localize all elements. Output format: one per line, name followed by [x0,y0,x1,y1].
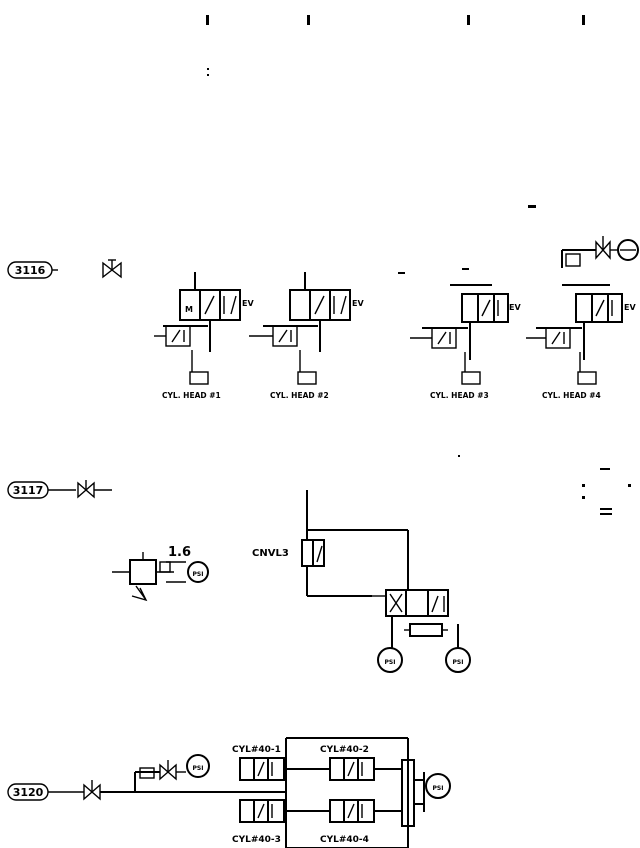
row-tag-3120[interactable]: 3120 [7,783,49,801]
row-tag-label: 3120 [13,786,44,799]
check-valve-icon[interactable] [77,480,95,499]
pneumatic-cylinder[interactable]: CNVL3 [252,490,408,597]
gauge-unit: PSI [193,765,204,772]
pressure-gauge-icon [445,647,471,673]
pressure-gauge-icon [187,561,209,583]
filter-valve-gauge[interactable]: PSI [134,754,210,792]
pressure-gauge-icon [377,647,403,673]
supply-valve-gauge[interactable] [561,236,639,268]
valve-label-3: CYL#40-3 [232,835,281,845]
manual-valve-icon[interactable] [102,259,122,279]
pressure-gauge-icon [617,239,639,261]
side-marks [582,468,631,515]
actuator[interactable] [401,759,425,827]
valve-tag: EV [624,303,636,312]
valve-tag: EV [242,299,254,308]
valve-label-2: CYL#40-2 [320,745,369,755]
valve-tag: EV [352,299,364,308]
manifold-valve-2[interactable] [329,757,375,781]
row-3120: 3120 PSI CYL#40-1 CYL#40-2 CYL [7,737,451,848]
valve-label-1: CYL#40-1 [232,745,281,755]
cyl-head-label-1: CYL. HEAD #1 [162,391,221,400]
row-tag-label: 3117 [13,484,44,497]
port-tag: M [185,305,193,314]
solenoid-valve-2[interactable]: EV CYL. HEAD #2 [249,272,364,400]
inlet-valve-icon[interactable] [83,780,101,801]
pressure-regulator[interactable]: 1.6 PSI [112,545,209,602]
row-tag-3116[interactable]: 3116 [7,261,53,279]
gauge-unit: PSI [453,659,464,666]
pressure-setpoint: 1.6 [168,545,191,560]
pressure-gauge-icon [425,773,451,799]
pressure-gauge-icon [186,754,210,778]
manifold-valve-3[interactable] [239,799,285,823]
manifold-valve-1[interactable] [239,757,285,781]
solenoid-valve-4[interactable]: EV CYL. HEAD #4 [526,284,636,400]
cyl-head-label-2: CYL. HEAD #2 [270,391,329,400]
manifold-valve-4[interactable] [329,799,375,823]
gauge-unit: PSI [193,571,204,578]
valve-manifold[interactable]: CYL#40-1 CYL#40-2 CYL#40-3 CYL#40-4 [232,737,451,848]
directional-valve[interactable]: PSI PSI [372,530,471,673]
cyl-head-label-3: CYL. HEAD #3 [430,391,489,400]
row-3116: 3116 EV M CYL. HEAD #1 [7,236,639,400]
row-3117: 3117 1.6 PSI [7,455,631,673]
gauge-unit: PSI [433,785,444,792]
valve-label-4: CYL#40-4 [320,835,369,845]
solenoid-valve-3[interactable]: EV CYL. HEAD #3 [410,284,521,400]
top-tick-marks [206,15,585,208]
solenoid-valve-1[interactable]: EV M CYL. HEAD #1 [154,272,254,400]
valve-tag: EV [509,303,521,312]
cyl-head-label-4: CYL. HEAD #4 [542,391,601,400]
row-tag-label: 3116 [15,264,46,277]
gauge-unit: PSI [385,659,396,666]
row-tag-3117[interactable]: 3117 [7,481,49,499]
cylinder-label: CNVL3 [252,548,289,559]
